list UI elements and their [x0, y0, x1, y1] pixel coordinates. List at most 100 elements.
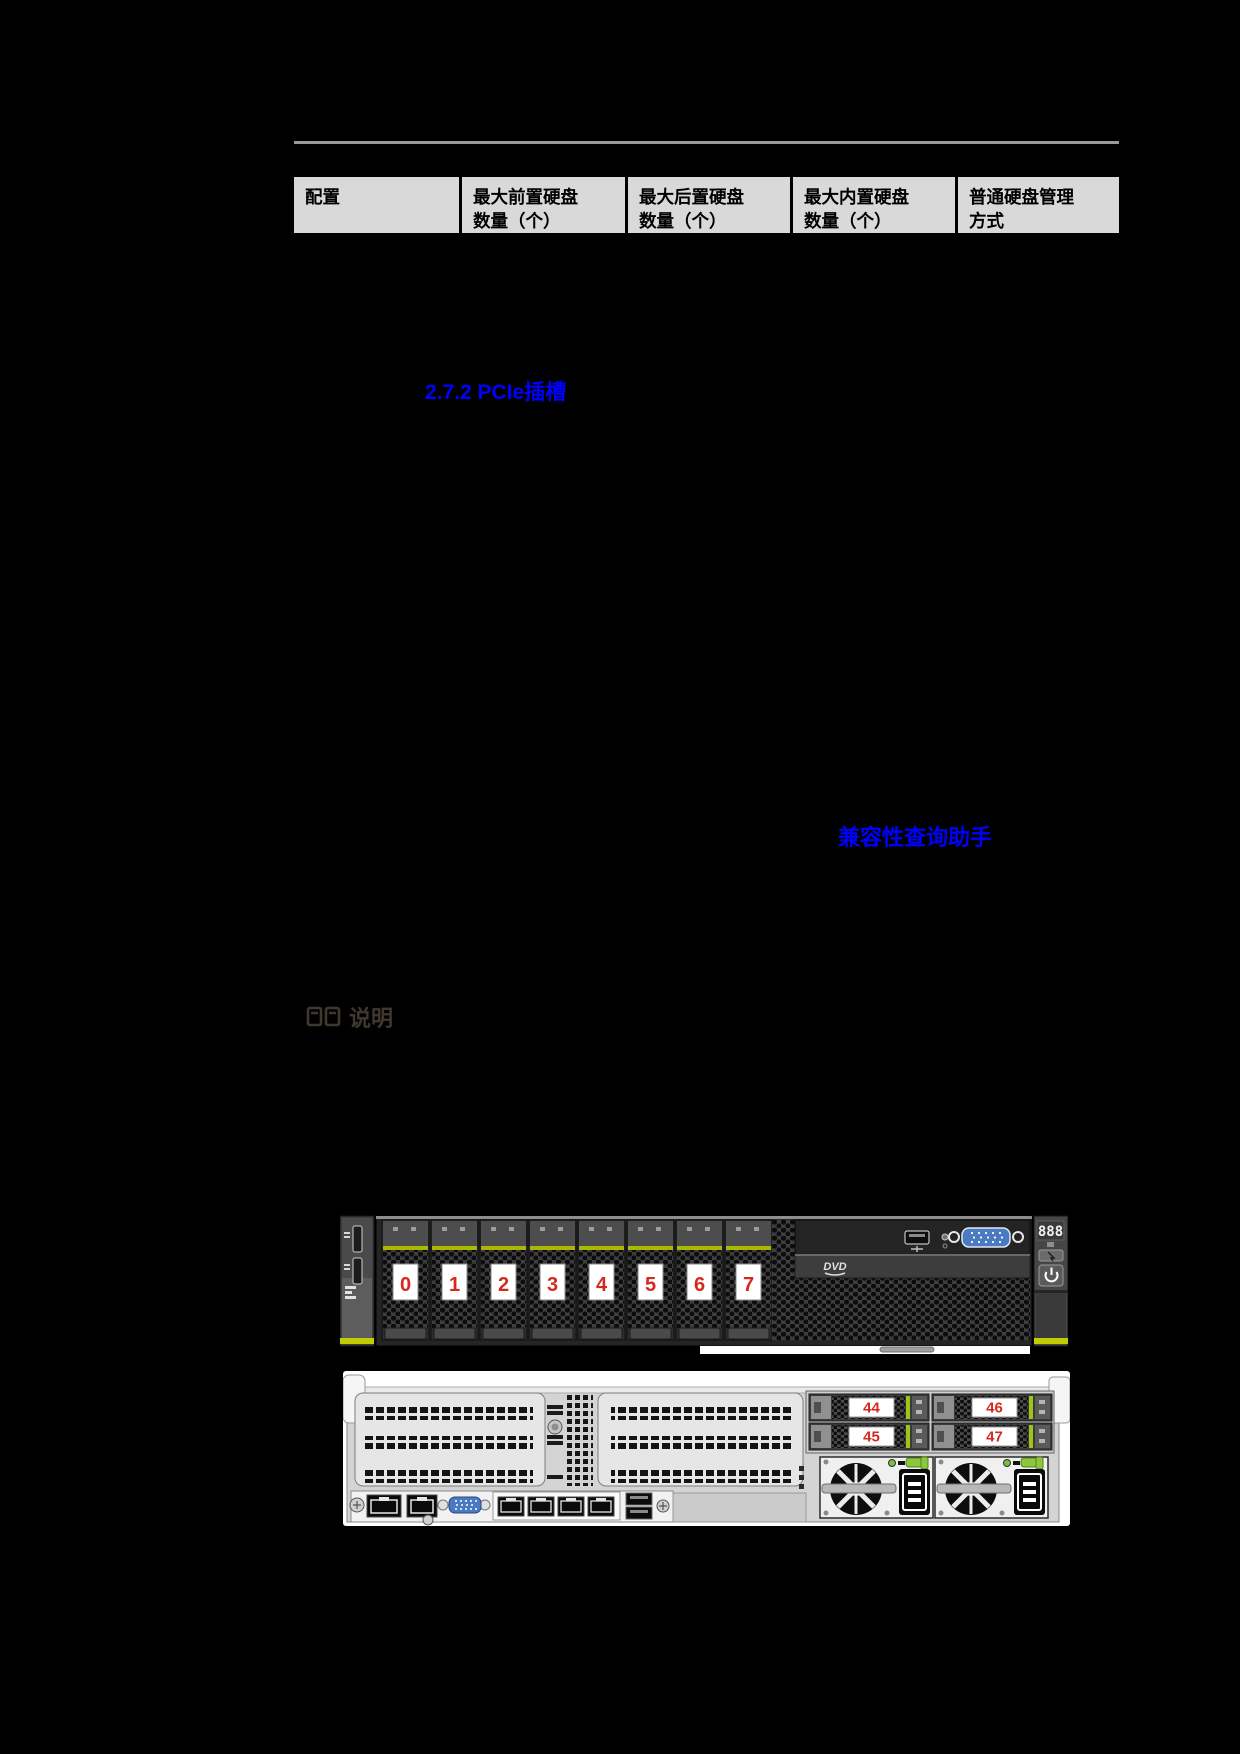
pcie-riser-right	[597, 1392, 804, 1487]
front-usb-port	[352, 1257, 363, 1285]
rear-drive-bay: 47	[931, 1422, 1053, 1451]
psu-handle	[821, 1483, 897, 1494]
column-label: 普通硬盘管理方式	[969, 187, 1074, 231]
dvd-logo: DVD	[823, 1261, 846, 1273]
psu-handle	[936, 1483, 1012, 1494]
mgmt-rj45-port	[406, 1494, 438, 1518]
drive-bay: 4	[577, 1219, 626, 1341]
pcie-riser-left	[354, 1392, 546, 1487]
rear-drive-cage: 44 46 45	[805, 1390, 1055, 1454]
thumb-screw-center	[551, 1423, 559, 1431]
pcie-slot-vent	[611, 1404, 791, 1420]
psu-status-led	[888, 1459, 896, 1467]
vga-screw	[948, 1231, 960, 1243]
drive-bay: 2	[479, 1219, 528, 1341]
ear-yellow-stripe	[340, 1338, 374, 1344]
psu-1	[819, 1456, 934, 1519]
front-drive-bays: 0 1 2	[381, 1219, 773, 1341]
spec-table-header-row: 配置 最大前置硬盘数量（个） 最大后置硬盘数量（个） 最大内置硬盘数量（个） 普…	[294, 177, 1119, 233]
front-left-ear	[340, 1215, 375, 1347]
table-header-cell: 最大后置硬盘数量（个）	[628, 177, 790, 233]
rear-drive-bay: 45	[808, 1422, 930, 1451]
drive-bay: 5	[626, 1219, 675, 1341]
power-inlet	[1014, 1469, 1045, 1515]
column-label: 最大后置硬盘数量（个）	[639, 187, 744, 231]
drive-number: 4	[596, 1274, 608, 1296]
usb-icon	[344, 1232, 350, 1270]
front-right-ear: 888	[1033, 1215, 1068, 1347]
pcie-slot-vent	[365, 1404, 533, 1420]
power-inlet	[899, 1469, 930, 1515]
note-label: 说明	[349, 1006, 394, 1031]
rear-drive-bay: 44	[808, 1393, 930, 1422]
pointer-icon	[1047, 1251, 1056, 1262]
rj45-port	[497, 1496, 525, 1517]
chassis-top-lip	[376, 1216, 1032, 1219]
mid-vent-grid	[567, 1395, 593, 1486]
rear-usb-ports	[625, 1492, 653, 1520]
rear-drive-bay: 46	[931, 1393, 1053, 1422]
compatibility-checker-link[interactable]: 兼容性查询助手	[838, 825, 993, 850]
drive-number: 1	[449, 1274, 460, 1296]
pcie-slot-vent	[365, 1467, 533, 1483]
chassis-bottom-strip	[700, 1346, 1030, 1354]
drive-number: 2	[498, 1274, 509, 1296]
rear-vga-port	[448, 1496, 482, 1514]
drive-number: 6	[694, 1274, 705, 1296]
psu-2	[934, 1456, 1049, 1519]
led-icon	[942, 1243, 948, 1249]
indicator-column	[799, 1466, 804, 1489]
rear-bay-number: 45	[863, 1429, 880, 1446]
uid-digits: 888	[1038, 1224, 1063, 1240]
dvd-drive: DVD	[794, 1253, 1031, 1279]
usb-icon	[911, 1246, 923, 1252]
pcie-slot-vent	[611, 1436, 791, 1452]
front-io-panel: DVD	[794, 1219, 1031, 1279]
rj45-port	[557, 1496, 585, 1517]
front-usb-port	[352, 1225, 363, 1253]
table-header-cell: 配置	[294, 177, 459, 233]
front-vga-port	[961, 1227, 1011, 1248]
vga-screw	[437, 1499, 449, 1511]
drive-bay: 1	[430, 1219, 479, 1341]
note-marker: 说明	[306, 1001, 393, 1033]
table-header-cell: 普通硬盘管理方式	[958, 177, 1119, 233]
column-label: 最大前置硬盘数量（个）	[473, 187, 578, 231]
nic-port-block	[492, 1491, 621, 1521]
table-top-border	[294, 141, 1119, 144]
rear-bay-number: 44	[863, 1400, 880, 1417]
riser-slot-labels	[547, 1405, 563, 1479]
pcie-section-link[interactable]: 2.7.2 PCIe插槽	[425, 381, 567, 404]
drive-number: 7	[743, 1274, 754, 1296]
rj45-port	[527, 1496, 555, 1517]
status-led	[941, 1233, 949, 1241]
service-label-icon	[345, 1286, 356, 1299]
table-header-cell: 最大内置硬盘数量（个）	[793, 177, 955, 233]
server-front-view-figure: 0 1 2	[340, 1215, 1068, 1354]
front-usb3-port	[904, 1230, 930, 1245]
note-icon	[306, 1006, 341, 1027]
rear-bay-number: 46	[986, 1400, 1003, 1417]
mgmt-rj45-port	[366, 1494, 402, 1518]
drive-bay: 3	[528, 1219, 577, 1341]
rj45-port	[587, 1496, 615, 1517]
drive-number: 0	[400, 1274, 411, 1296]
uid-display	[1036, 1220, 1065, 1241]
panel-screw	[422, 1514, 434, 1526]
vga-screw	[1012, 1231, 1024, 1243]
rear-bay-number: 47	[986, 1429, 1003, 1446]
power-icon	[1044, 1267, 1059, 1283]
drive-bay: 6	[675, 1219, 724, 1341]
pcie-slot-vent	[365, 1436, 533, 1452]
pcie-slot-vent	[611, 1467, 791, 1483]
ear-yellow-stripe	[1034, 1338, 1068, 1344]
column-label: 最大内置硬盘数量（个）	[804, 187, 909, 231]
psu-status-led	[1003, 1459, 1011, 1467]
drive-number: 5	[645, 1274, 656, 1296]
drive-bay: 7	[724, 1219, 773, 1341]
drive-bay: 0	[381, 1219, 430, 1341]
server-rear-view-figure: 44 46 45	[343, 1371, 1070, 1526]
table-header-cell: 最大前置硬盘数量（个）	[462, 177, 625, 233]
power-button	[1038, 1264, 1064, 1287]
